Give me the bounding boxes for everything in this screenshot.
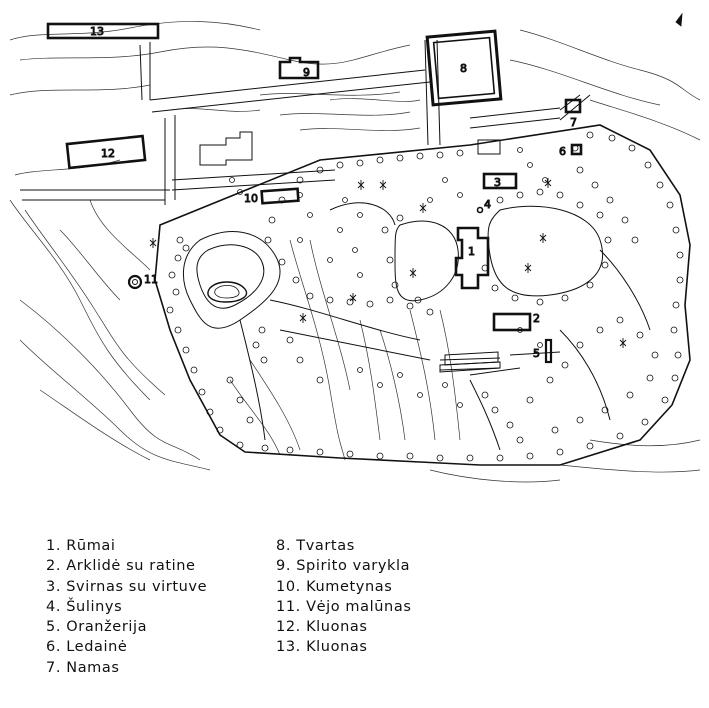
pond [207,281,248,303]
label-11: 11 [144,273,158,286]
label-6: 6 [559,145,566,158]
label-1: 1 [468,245,475,258]
north-arrow-icon [675,12,683,27]
legend-right: 8. Tvartas 9. Spirito varykla 10. Kumety… [276,536,411,658]
label-8: 8 [460,62,467,75]
building-1 [454,226,490,290]
label-10: 10 [244,192,258,205]
building-8 [425,29,503,107]
building-5 [544,338,553,364]
legend-item: 2. Arklidė su ratine [46,558,196,575]
legend-left: 1. Rūmai 2. Arklidė su ratine 3. Svirnas… [46,536,207,678]
legend-item: 6. Ledainė [46,639,128,656]
legend-item: 7. Namas [46,659,120,676]
contour-lines [9,21,701,483]
label-12: 12 [101,147,115,160]
building-9 [278,56,320,80]
legend-item: 11. Vėjo malūnas [276,598,412,615]
tree-canopy [166,131,684,462]
building-11 [127,274,143,290]
label-3: 3 [494,176,501,189]
building-12 [65,134,147,170]
legend-item: 13. Kluonas [276,639,368,656]
label-9: 9 [303,66,310,79]
building-8-inner [432,36,496,100]
label-4: 4 [484,198,491,211]
roads [20,39,591,205]
label-5: 5 [533,347,540,360]
label-7: 7 [570,116,577,129]
other-buildings [199,131,521,376]
legend-item: 12. Kluonas [276,619,368,636]
legend-item: 9. Spirito varykla [276,558,411,575]
legend-item: 10. Kumetynas [276,578,393,595]
estate-map: 13 12 9 8 7 6 3 4 10 1 2 5 [9,12,701,483]
legend-item: 1. Rūmai [46,538,116,554]
building-2 [492,312,532,332]
building-11-inner [132,279,138,285]
legend-item: 3. Svirnas su virtuve [46,578,208,595]
estate-boundary [154,124,691,466]
park-paths [182,202,651,451]
building-7 [564,98,582,114]
building-13 [46,22,160,40]
legend-item: 5. Oranžerija [46,619,148,636]
building-10 [260,187,300,205]
numbered-buildings: 13 12 9 8 7 6 3 4 10 1 2 5 [46,22,583,364]
legend-item: 8. Tvartas [276,538,355,554]
building-6 [570,143,583,156]
label-13: 13 [90,25,104,38]
building-3 [482,172,518,190]
pond-inner [214,284,240,299]
conifers [149,178,627,348]
label-2: 2 [533,312,540,325]
legend-item: 4. Šulinys [46,598,123,615]
building-4 [476,206,484,214]
